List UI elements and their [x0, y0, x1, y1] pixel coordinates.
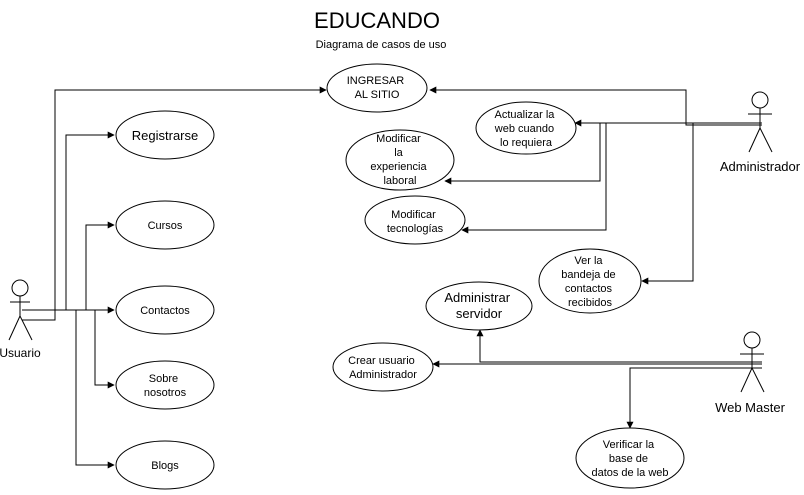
use-case-label-line: experiencia — [370, 161, 427, 173]
use-case-label: Blogs — [151, 460, 179, 472]
use-case-label-line: Administrar — [444, 290, 510, 305]
use-case-label-line: Contactos — [140, 305, 190, 317]
use-case-label-line: Administrador — [349, 369, 417, 381]
use-case-actualizar: Actualizar la web cuando lo requiera — [475, 101, 577, 155]
use-case-label: Modificar la experiencia laboral — [370, 133, 429, 187]
connector-usuario-registrarse — [22, 131, 115, 311]
use-case-cursos: Cursos — [115, 200, 215, 250]
use-case-contactos: Contactos — [115, 285, 215, 335]
use-case-label-line: Crear usuario — [348, 355, 415, 367]
connector-usuario-cursos — [22, 221, 115, 311]
use-case-label-line: tecnologías — [387, 223, 444, 235]
connector-admin-ingresar — [429, 86, 762, 126]
use-case-label: Registrarse — [132, 128, 198, 143]
actor-usuario — [8, 279, 33, 341]
use-case-shape — [364, 195, 466, 245]
use-case-label-line: web cuando — [494, 123, 554, 135]
connector-usuario-ingresar — [22, 86, 327, 321]
use-case-label-line: Actualizar la — [495, 109, 556, 121]
use-case-administrar: Administrar servidor — [425, 281, 533, 331]
actor-head — [11, 279, 29, 297]
use-case-sobre: Sobre nosotros — [115, 360, 215, 410]
use-case-label: Verificar la base de datos de la web — [591, 439, 668, 479]
diagram-title: EDUCANDO — [314, 8, 440, 33]
use-case-shape — [115, 360, 215, 410]
use-case-label: Actualizar la web cuando lo requiera — [494, 109, 558, 149]
use-case-label-line: Blogs — [151, 460, 179, 472]
connector-webmaster-administrar — [476, 329, 762, 363]
actor-leg-left — [8, 315, 21, 341]
actor-leg-right — [19, 315, 33, 341]
use-case-shape — [425, 281, 533, 331]
use-case-modificar-tecnologias: Modificar tecnologías — [364, 195, 466, 245]
use-case-modificar-experiencia: Modificar la experiencia laboral — [345, 129, 455, 191]
use-case-label-line: servidor — [456, 306, 503, 321]
use-case-shape — [332, 342, 434, 392]
use-case-label-line: datos de la web — [591, 467, 668, 479]
actor-label-usuario: Usuario — [0, 346, 41, 360]
actor-head — [743, 331, 761, 349]
use-case-label: Administrar servidor — [444, 290, 513, 321]
connector-admin-modificar-tec — [461, 122, 762, 234]
use-case-label: Crear usuario Administrador — [348, 355, 418, 381]
use-case-ingresar: INGRESAR AL SITIO — [326, 63, 428, 113]
use-case-shape — [575, 427, 685, 489]
use-case-shape — [326, 63, 428, 113]
use-case-verificar: Verificar la base de datos de la web — [575, 427, 685, 489]
use-case-label: Cursos — [148, 220, 183, 232]
actor-head — [751, 91, 769, 109]
use-case-label-line: base de — [609, 453, 648, 465]
use-case-shape — [345, 129, 455, 191]
use-case-label-line: Sobre — [149, 373, 178, 385]
use-case-label: INGRESAR AL SITIO — [347, 75, 408, 101]
use-case-label-line: INGRESAR — [347, 75, 405, 87]
use-case-label-line: recibidos — [568, 297, 613, 309]
use-case-blogs: Blogs — [115, 440, 215, 490]
use-case-bandeja: Ver la bandeja de contactos recibidos — [538, 248, 642, 314]
use-case-label-line: nosotros — [144, 387, 187, 399]
use-case-label: Contactos — [140, 305, 190, 317]
use-case-shape — [115, 285, 215, 335]
actor-label-webmaster: Web Master — [715, 400, 786, 415]
connector-admin-bandeja — [641, 122, 762, 285]
use-case-shape — [115, 110, 215, 160]
use-case-label: Ver la bandeja de contactos recibidos — [561, 255, 619, 309]
use-case-shape — [115, 440, 215, 490]
actor-label-administrador: Administrador — [720, 159, 801, 174]
connector-webmaster-verificar — [626, 367, 762, 429]
use-case-shape — [475, 101, 577, 155]
use-case-shape — [538, 248, 642, 314]
use-case-label-line: Registrarse — [132, 128, 198, 143]
use-case-label-line: bandeja de — [561, 269, 615, 281]
use-case-label: Modificar tecnologías — [387, 209, 444, 235]
actor-leg-right — [759, 127, 773, 153]
use-case-label-line: Modificar — [376, 133, 421, 145]
use-case-label-line: Verificar la — [603, 439, 655, 451]
actor-leg-left — [748, 127, 761, 153]
connector-usuario-blogs — [22, 309, 115, 469]
use-case-label-line: lo requiera — [500, 137, 553, 149]
actor-administrador — [748, 91, 773, 153]
use-case-label-line: contactos — [565, 283, 613, 295]
use-case-label-line: laboral — [383, 175, 416, 187]
actor-webmaster — [740, 331, 765, 393]
use-case-label-line: Cursos — [148, 220, 183, 232]
use-case-label-line: Modificar — [391, 209, 436, 221]
use-case-label-line: AL SITIO — [355, 89, 400, 101]
use-case-label-line: la — [394, 147, 403, 159]
actor-leg-right — [751, 367, 765, 393]
use-case-crear: Crear usuario Administrador — [332, 342, 434, 392]
use-case-registrarse: Registrarse — [115, 110, 215, 160]
connectors — [22, 86, 762, 469]
diagram-subtitle: Diagrama de casos de uso — [316, 39, 447, 51]
use-case-shape — [115, 200, 215, 250]
use-case-label: Sobre nosotros — [144, 373, 187, 399]
actor-leg-left — [740, 367, 753, 393]
use-case-label-line: Ver la — [574, 255, 603, 267]
